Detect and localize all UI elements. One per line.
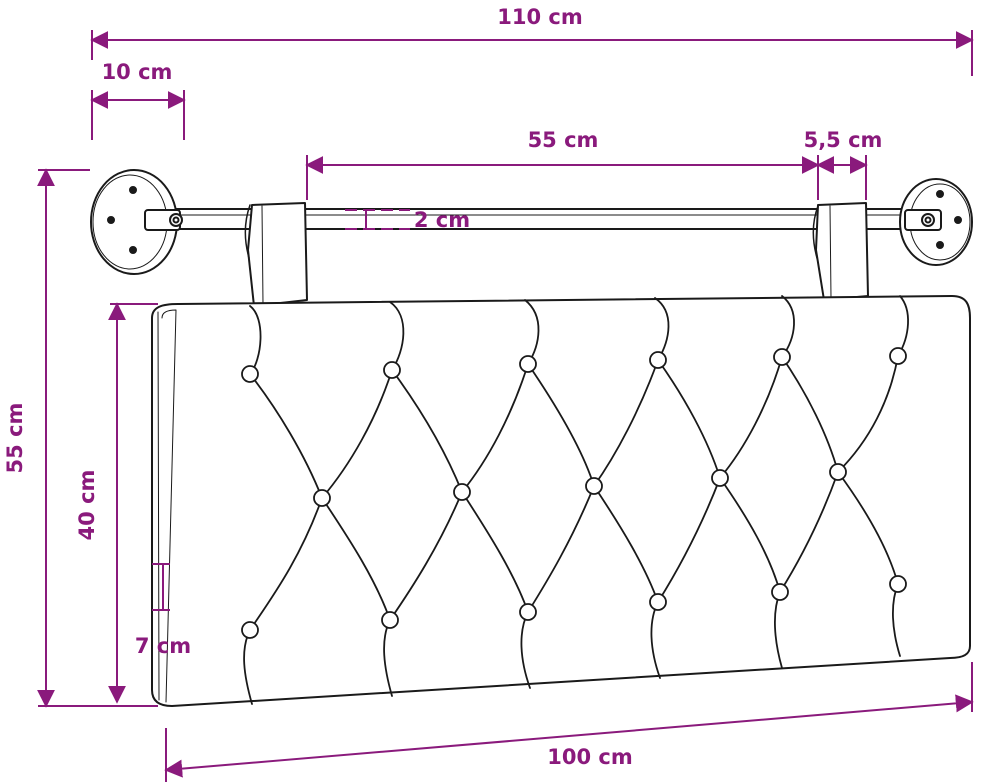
label-strap-spacing: 55 cm: [528, 128, 599, 152]
label-mount-offset: 10 cm: [102, 60, 173, 84]
label-cushion-depth: 7 cm: [135, 634, 191, 658]
label-cushion-height: 40 cm: [75, 470, 99, 541]
product-drawing: [90, 169, 973, 707]
label-total-height: 55 cm: [3, 403, 27, 474]
right-strap: [812, 202, 869, 301]
label-total-width: 110 cm: [497, 5, 582, 29]
tuft-buttons: [241, 347, 907, 639]
dimension-labels: 110 cm 10 cm 55 cm 5,5 cm 2 cm 55 cm 40 …: [3, 5, 882, 769]
label-rod-diameter: 2 cm: [414, 208, 470, 232]
headboard-cushion: [151, 295, 971, 707]
label-strap-width: 5,5 cm: [804, 128, 883, 152]
left-wall-mount: [90, 169, 183, 275]
label-cushion-width: 100 cm: [547, 745, 632, 769]
right-wall-mount: [899, 178, 973, 266]
left-strap: [244, 202, 308, 307]
dimension-lines: [37, 30, 974, 782]
